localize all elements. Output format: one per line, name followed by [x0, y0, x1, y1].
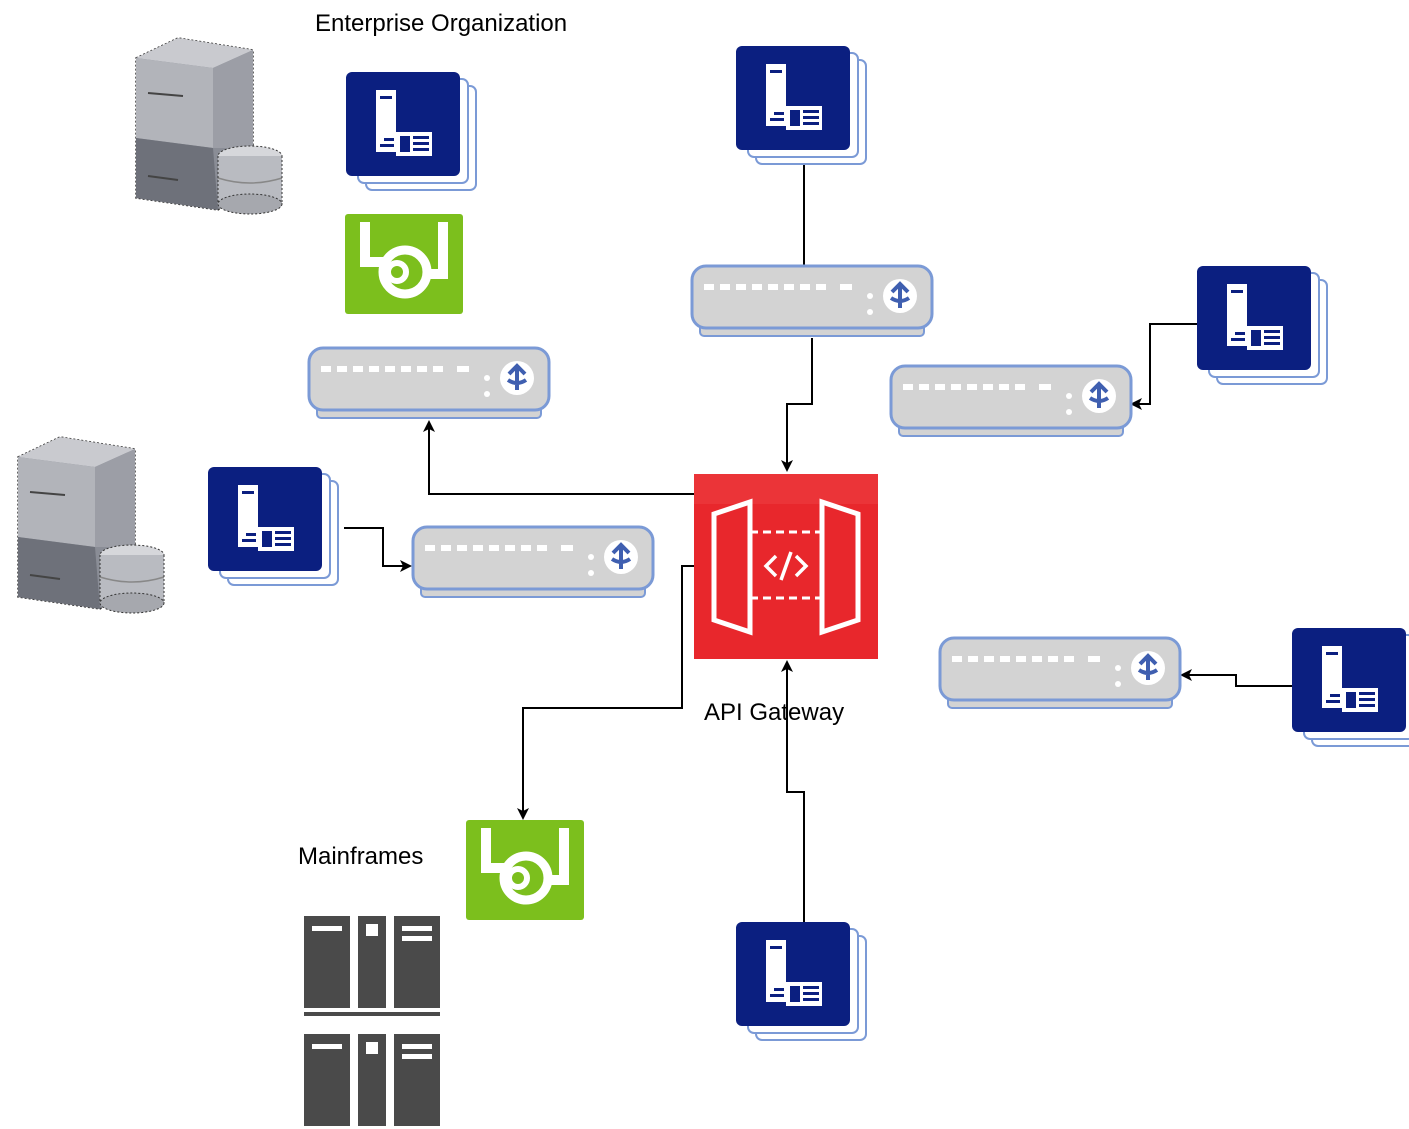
app-server-icon-far-right: [1291, 627, 1409, 747]
app-server-icon-top: [735, 45, 867, 165]
app-server-icon-left: [207, 466, 339, 586]
edge-far-right-server-to-router: [1180, 669, 1292, 687]
mainframe-rack-icon-1: [304, 916, 440, 1016]
message-queue-icon-enterprise: [345, 214, 463, 314]
edges: [344, 160, 1292, 924]
edge-gateway-to-left-router: [423, 420, 694, 495]
network-switch-icon-right: [889, 364, 1133, 438]
message-queue-icon-mainframes: [466, 820, 584, 920]
edge-top-router-to-gateway: [781, 338, 813, 472]
edge-left-server-to-router: [344, 527, 412, 572]
app-server-icon-enterprise: [345, 71, 477, 191]
network-switch-icon-top: [690, 264, 934, 338]
network-switch-icon-lower-right: [938, 636, 1182, 710]
edge-gateway-to-queue: [517, 565, 694, 820]
api-gateway-icon: [694, 474, 878, 659]
database-server-icon-left: [17, 436, 165, 614]
network-switch-icon-upper-left: [307, 346, 551, 420]
enterprise-label: Enterprise Organization: [315, 10, 567, 37]
edge-bottom-server-to-gateway: [781, 660, 805, 924]
database-server-icon-top: [135, 37, 283, 215]
edge-right-server-to-router: [1130, 323, 1197, 410]
network-switch-icon-left: [411, 525, 655, 599]
mainframe-rack-icon-2: [304, 1034, 440, 1129]
mainframes-label: Mainframes: [298, 843, 423, 870]
app-server-icon-right: [1196, 265, 1328, 385]
gateway-label: API Gateway: [704, 699, 844, 726]
app-server-icon-bottom: [735, 921, 867, 1041]
